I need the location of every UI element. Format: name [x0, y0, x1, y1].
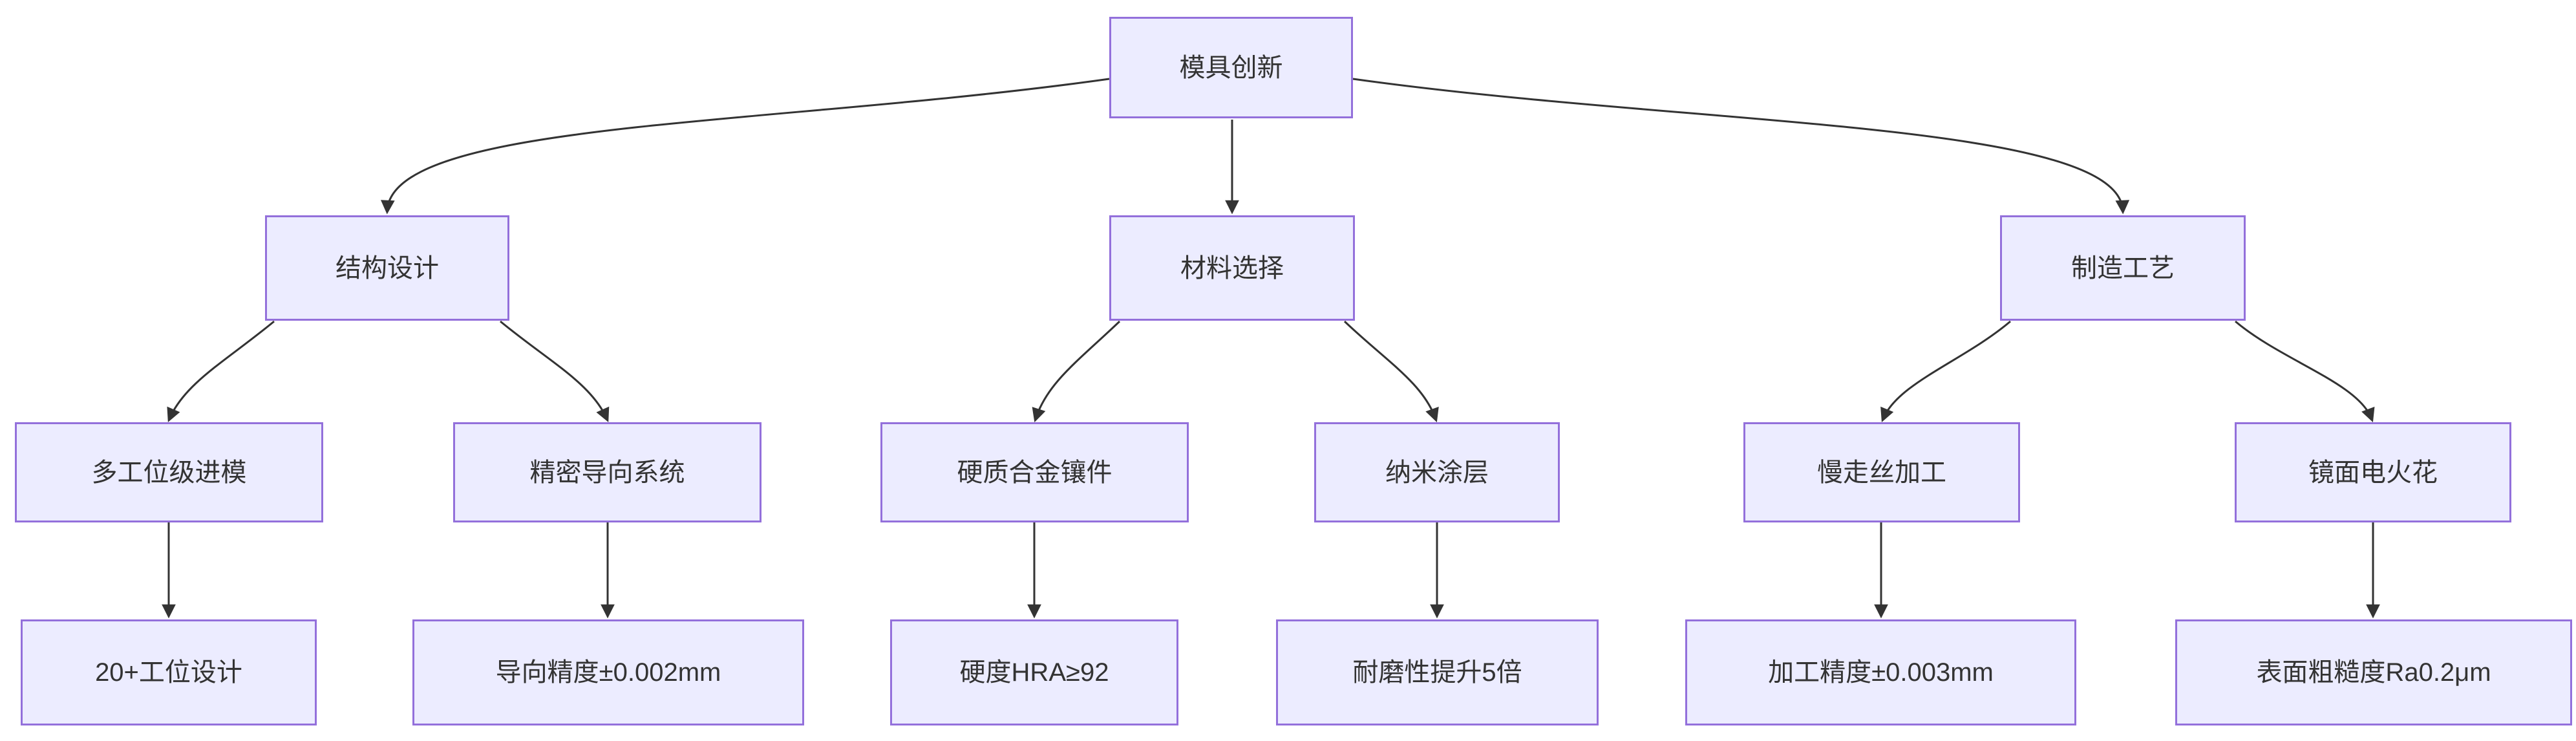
node-machining-precision-label: 加工精度±0.003mm [1768, 658, 1994, 687]
node-carbide-insert-label: 硬质合金镶件 [957, 458, 1112, 487]
node-guide-precision: 导向精度±0.002mm [412, 619, 804, 725]
node-mirror-edm-label: 镜面电火花 [2308, 458, 2438, 487]
node-slow-wire-cutting-label: 慢走丝加工 [1817, 458, 1946, 487]
node-nano-coating: 纳米涂层 [1314, 422, 1560, 522]
node-hardness-label: 硬度HRA≥92 [959, 658, 1109, 687]
node-nano-coating-label: 纳米涂层 [1385, 458, 1489, 487]
node-material-selection-label: 材料选择 [1180, 253, 1284, 283]
node-carbide-insert: 硬质合金镶件 [880, 422, 1189, 522]
node-wear-resistance-label: 耐磨性提升5倍 [1352, 658, 1522, 687]
edge-material-to-carbide-insert [1032, 320, 1121, 423]
node-surface-roughness-label: 表面粗糙度Ra0.2μm [2256, 658, 2491, 687]
edge-process-to-mirror-edm [2235, 320, 2375, 423]
node-manufacturing-process: 制造工艺 [2000, 215, 2246, 321]
node-surface-roughness: 表面粗糙度Ra0.2μm [2175, 619, 2572, 725]
node-station-design-label: 20+工位设计 [95, 658, 242, 687]
node-multi-station-die-label: 多工位级进模 [91, 458, 247, 487]
node-station-design: 20+工位设计 [21, 619, 317, 725]
node-multi-station-die: 多工位级进模 [15, 422, 323, 522]
node-structure-design: 结构设计 [265, 215, 509, 321]
edge-process-to-wire-cut [1880, 320, 2011, 423]
node-mirror-edm: 镜面电火花 [2235, 422, 2511, 522]
node-structure-design-label: 结构设计 [335, 253, 439, 283]
node-manufacturing-process-label: 制造工艺 [2071, 253, 2175, 283]
node-mold-innovation: 模具创新 [1109, 17, 1353, 118]
node-machining-precision: 加工精度±0.003mm [1685, 619, 2076, 725]
edge-structure-to-multi-station [167, 320, 275, 422]
node-slow-wire-cutting: 慢走丝加工 [1743, 422, 2020, 522]
node-precision-guide-system: 精密导向系统 [453, 422, 761, 522]
node-guide-precision-label: 导向精度±0.002mm [495, 658, 721, 687]
node-mold-innovation-label: 模具创新 [1179, 53, 1283, 82]
edge-material-to-nano-coating [1343, 320, 1439, 423]
edge-structure-to-precision-guide [500, 320, 610, 422]
node-wear-resistance: 耐磨性提升5倍 [1276, 619, 1599, 725]
node-material-selection: 材料选择 [1109, 215, 1355, 321]
node-hardness: 硬度HRA≥92 [890, 619, 1178, 725]
edge-root-to-structure [381, 78, 1110, 215]
node-precision-guide-system-label: 精密导向系统 [529, 458, 685, 487]
edge-root-to-process [1352, 78, 2130, 215]
